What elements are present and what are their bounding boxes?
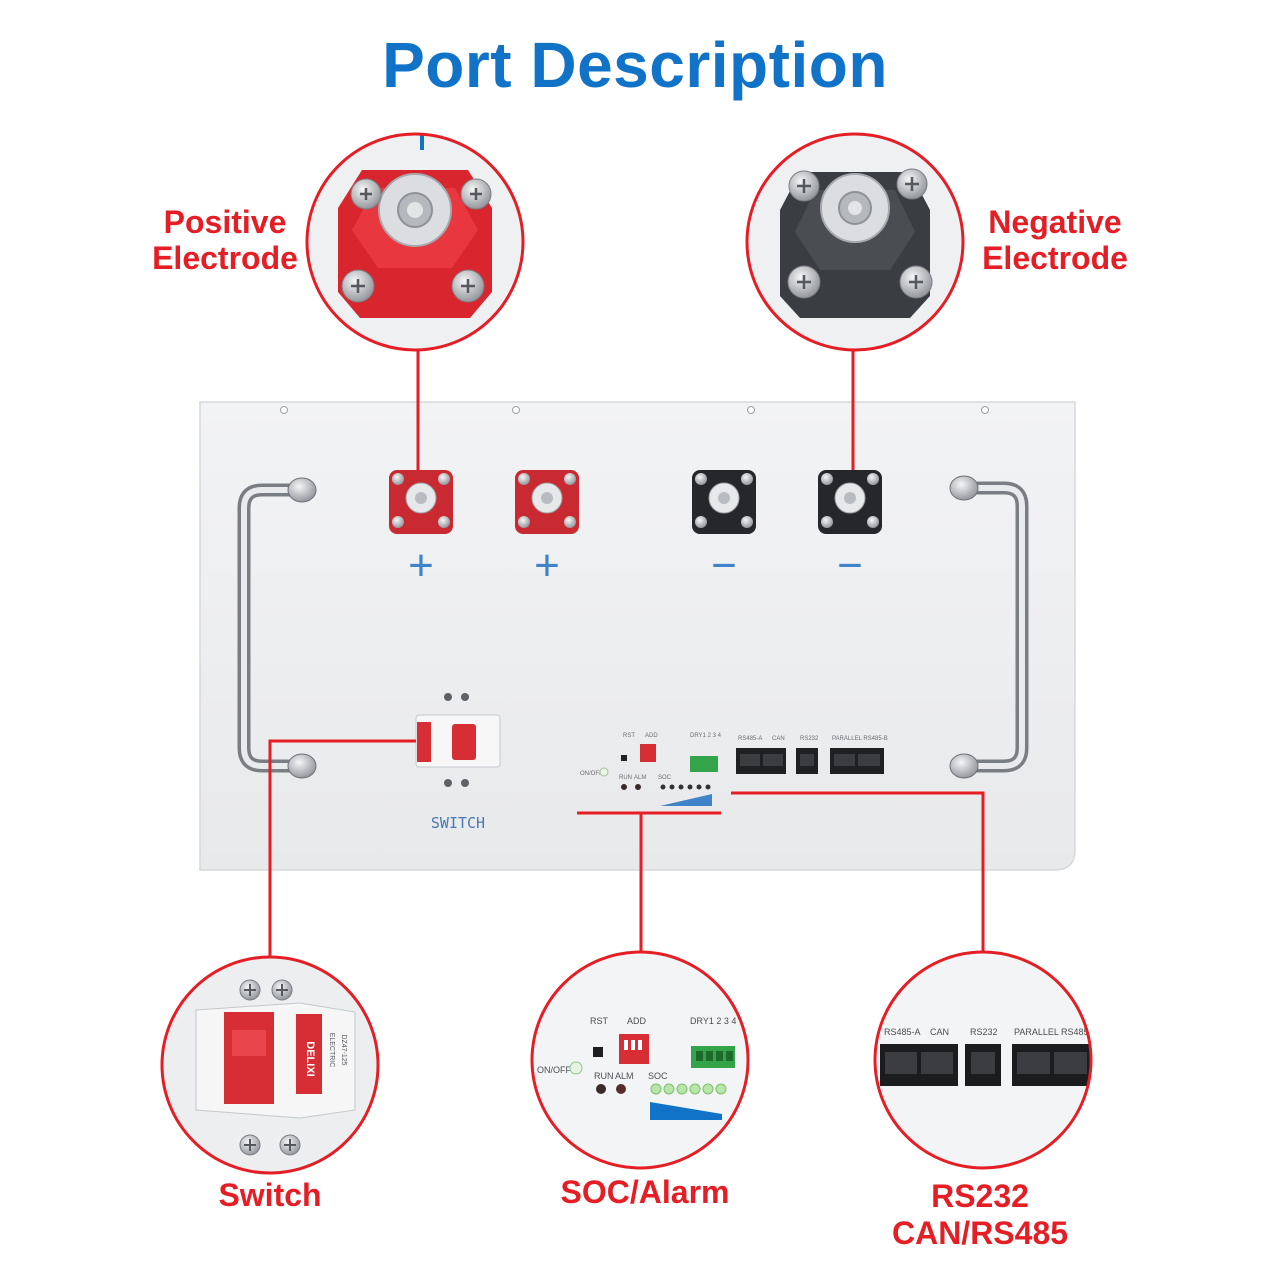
zoom-rst-button[interactable] <box>593 1047 603 1057</box>
soc-led-1 <box>650 1083 662 1095</box>
breaker-model-text: DZ47-125 <box>340 1034 347 1065</box>
panel-can-text: CAN <box>772 736 785 742</box>
communication-ports-label: RS232 CAN/RS485 <box>860 1178 1100 1252</box>
zoom-dry-text: DRY1 2 3 4 <box>690 1016 736 1026</box>
panel-alm-text: ALM <box>634 775 646 781</box>
terminal-sign-4: − <box>837 541 863 590</box>
panel-run-text: RUN <box>619 775 632 781</box>
panel-rst-button[interactable] <box>621 755 627 761</box>
soc-triangle-icon <box>650 1102 722 1120</box>
soc-alarm-zoom: RST ADD DRY1 2 3 4 ON/OFF RUN ALM SOC <box>530 950 750 1170</box>
negative-terminal-2[interactable] <box>818 470 882 534</box>
page-title: Port Description <box>382 29 888 101</box>
positive-label-line2: Electrode <box>152 239 298 276</box>
zoom-onoff-button[interactable] <box>569 1061 583 1075</box>
negative-terminal-1[interactable] <box>692 470 756 534</box>
panel-control-area: RST ADD DRY1 2 3 4 ON/OFF RUN ALM SOC RS… <box>580 733 888 806</box>
panel-breaker-switch[interactable] <box>415 693 501 787</box>
switch-zoom: DELIXI ELECTRIC DZ47-125 <box>160 955 380 1175</box>
zoom-parallel-text: PARALLEL RS485-B <box>1014 1027 1098 1037</box>
breaker-brand-small-text: ELECTRIC <box>328 1033 335 1068</box>
zoom-add-text: ADD <box>627 1016 647 1026</box>
panel-soc-text: SOC <box>658 775 672 781</box>
zoom-onoff-text: ON/OFF <box>537 1065 571 1075</box>
panel-rs232-text: RS232 <box>800 736 819 742</box>
panel-add-dip[interactable] <box>640 744 656 762</box>
negative-label-line1: Negative <box>988 204 1122 240</box>
soc-alarm-label: SOC/Alarm <box>560 1174 730 1210</box>
panel-dry-text: DRY1 2 3 4 <box>690 733 722 739</box>
terminal-sign-3: − <box>711 541 737 590</box>
terminal-sign-2: + <box>534 541 560 590</box>
negative-electrode-zoom <box>745 132 965 352</box>
positive-electrode-zoom <box>305 132 525 352</box>
soc-led-3 <box>676 1083 688 1095</box>
right-handle[interactable] <box>949 475 1029 779</box>
zoom-alm-text: ALM <box>615 1071 634 1081</box>
soc-led-6 <box>715 1083 727 1095</box>
panel-add-text: ADD <box>645 733 658 739</box>
rs232-label: RS232 <box>931 1178 1029 1214</box>
battery-front-panel <box>199 401 1076 871</box>
positive-label-line1: Positive <box>163 204 287 240</box>
callout-lines <box>268 350 985 957</box>
breaker-brand-text: DELIXI <box>304 1041 316 1076</box>
positive-terminal-2[interactable] <box>515 470 579 534</box>
soc-led-5 <box>702 1083 714 1095</box>
panel-rst-text: RST <box>623 733 635 739</box>
panel-rs485a-text: RS485-A <box>738 736 762 742</box>
switch-label: Switch <box>218 1177 322 1213</box>
communication-ports-zoom: RS485-A CAN RS232 PARALLEL RS485-B <box>873 950 1098 1170</box>
zoom-rs232-text: RS232 <box>970 1027 998 1037</box>
positive-electrode-label: Positive Electrode <box>130 204 320 277</box>
soc-led-4 <box>689 1083 701 1095</box>
terminal-sign-1: + <box>408 541 434 590</box>
zoom-soc-text: SOC <box>648 1071 668 1081</box>
zoom-can-text: CAN <box>930 1027 949 1037</box>
zoom-run-text: RUN <box>594 1071 614 1081</box>
left-handle[interactable] <box>237 477 317 779</box>
panel-parallel-text: PARALLEL RS485-B <box>832 736 888 742</box>
can-rs485-label: CAN/RS485 <box>891 1214 1069 1251</box>
run-led <box>596 1084 606 1094</box>
positive-terminal-1[interactable] <box>389 470 453 534</box>
panel-switch-text: SWITCH <box>431 814 485 832</box>
zoom-rs485a-text: RS485-A <box>884 1027 921 1037</box>
zoom-rst-text: RST <box>590 1016 609 1026</box>
panel-onoff-text: ON/OFF <box>580 771 603 777</box>
negative-label-line2: Electrode <box>982 239 1128 276</box>
negative-electrode-label: Negative Electrode <box>960 204 1150 277</box>
panel-dry-connector[interactable] <box>690 756 718 772</box>
alarm-led <box>616 1084 626 1094</box>
soc-led-2 <box>663 1083 675 1095</box>
